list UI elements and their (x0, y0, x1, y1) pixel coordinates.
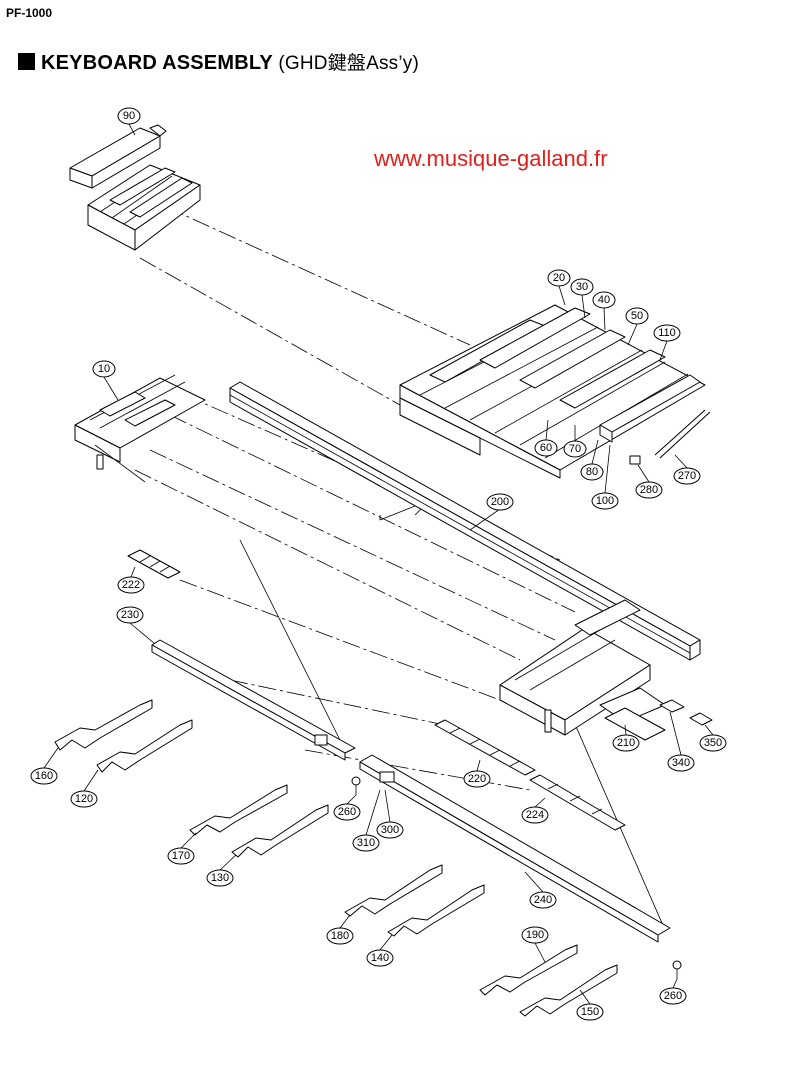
part-callouts: 90 20 30 40 50 110 10 60 70 80 100 280 2… (30, 107, 727, 1021)
alignment-lines (134, 194, 666, 931)
callout-300: 300 (376, 821, 404, 839)
svg-text:130: 130 (211, 872, 229, 884)
callout-100: 100 (591, 492, 619, 510)
svg-text:160: 160 (35, 770, 53, 782)
part-230-board (151, 639, 356, 761)
part-240-board (359, 754, 671, 943)
part-220-strip (434, 719, 536, 776)
svg-text:110: 110 (658, 327, 676, 339)
part-90-key (69, 124, 167, 189)
callout-180: 180 (326, 927, 354, 945)
title-square-icon (18, 53, 35, 70)
parts-210-340-350 (604, 699, 713, 741)
callout-310: 310 (352, 834, 380, 852)
callout-20: 20 (547, 269, 571, 287)
title-main: KEYBOARD ASSEMBLY (41, 52, 273, 74)
callout-224: 224 (521, 806, 549, 824)
callout-150: 150 (576, 1003, 604, 1021)
screws-260 (351, 776, 682, 979)
main-key-cluster (399, 304, 706, 479)
svg-text:220: 220 (468, 773, 486, 785)
callout-120: 120 (70, 790, 98, 808)
callout-190: 190 (521, 926, 549, 944)
svg-text:60: 60 (540, 442, 552, 454)
part-200-rail (229, 381, 701, 661)
svg-text:30: 30 (576, 281, 588, 293)
svg-text:222: 222 (122, 579, 140, 591)
callout-240: 240 (529, 891, 557, 909)
leader-lines (43, 123, 714, 1005)
svg-text:310: 310 (357, 837, 375, 849)
svg-text:260: 260 (338, 806, 356, 818)
svg-text:120: 120 (75, 793, 93, 805)
svg-text:90: 90 (123, 110, 135, 122)
callout-130: 130 (206, 869, 234, 887)
svg-text:70: 70 (569, 443, 581, 455)
hammer-parts (54, 699, 618, 1017)
svg-text:40: 40 (598, 294, 610, 306)
callout-170: 170 (167, 847, 195, 865)
callout-350: 350 (699, 734, 727, 752)
watermark-url: www.musique-galland.fr (374, 146, 608, 171)
svg-text:280: 280 (640, 484, 658, 496)
callout-10: 10 (92, 360, 116, 378)
callout-220: 220 (463, 770, 491, 788)
callout-90: 90 (117, 107, 141, 125)
svg-text:200: 200 (491, 496, 509, 508)
svg-text:190: 190 (526, 929, 544, 941)
callout-222: 222 (117, 576, 145, 594)
svg-text:140: 140 (371, 952, 389, 964)
svg-text:350: 350 (704, 737, 722, 749)
callout-340: 340 (667, 754, 695, 772)
part-270-280 (629, 409, 711, 465)
callout-210: 210 (612, 734, 640, 752)
callout-280: 280 (635, 481, 663, 499)
svg-text:150: 150 (581, 1006, 599, 1018)
svg-text:210: 210 (617, 737, 635, 749)
svg-text:260: 260 (664, 990, 682, 1002)
callout-200: 200 (486, 493, 514, 511)
part-10-frame (74, 374, 206, 483)
title-subtitle: (GHD鍵盤Ass’y) (278, 53, 420, 74)
svg-text:270: 270 (678, 470, 696, 482)
svg-text:20: 20 (553, 272, 565, 284)
callout-260-right: 260 (659, 987, 687, 1005)
svg-text:180: 180 (331, 930, 349, 942)
callout-260-left: 260 (333, 803, 361, 821)
callout-50: 50 (625, 307, 649, 325)
callout-70: 70 (563, 440, 587, 458)
upper-key-group (87, 164, 201, 251)
svg-text:50: 50 (631, 310, 643, 322)
callout-270: 270 (673, 467, 701, 485)
callout-160: 160 (30, 767, 58, 785)
svg-text:240: 240 (534, 894, 552, 906)
svg-text:80: 80 (586, 466, 598, 478)
callout-30: 30 (570, 278, 594, 296)
part-222-strip (127, 549, 181, 579)
model-number: PF-1000 (6, 6, 53, 20)
svg-text:230: 230 (121, 609, 139, 621)
callout-230: 230 (116, 606, 144, 624)
right-key-frame (499, 599, 666, 736)
callout-40: 40 (592, 291, 616, 309)
svg-text:170: 170 (172, 850, 190, 862)
callout-80: 80 (580, 463, 604, 481)
callout-110: 110 (653, 324, 681, 342)
svg-text:100: 100 (596, 495, 614, 507)
callout-60: 60 (534, 439, 558, 457)
page-title: KEYBOARD ASSEMBLY (GHD鍵盤Ass’y) (18, 48, 419, 75)
svg-text:10: 10 (98, 363, 110, 375)
part-224-strip (529, 774, 626, 831)
callout-140: 140 (366, 949, 394, 967)
svg-text:224: 224 (526, 809, 544, 821)
svg-text:300: 300 (381, 824, 399, 836)
svg-text:340: 340 (672, 757, 690, 769)
